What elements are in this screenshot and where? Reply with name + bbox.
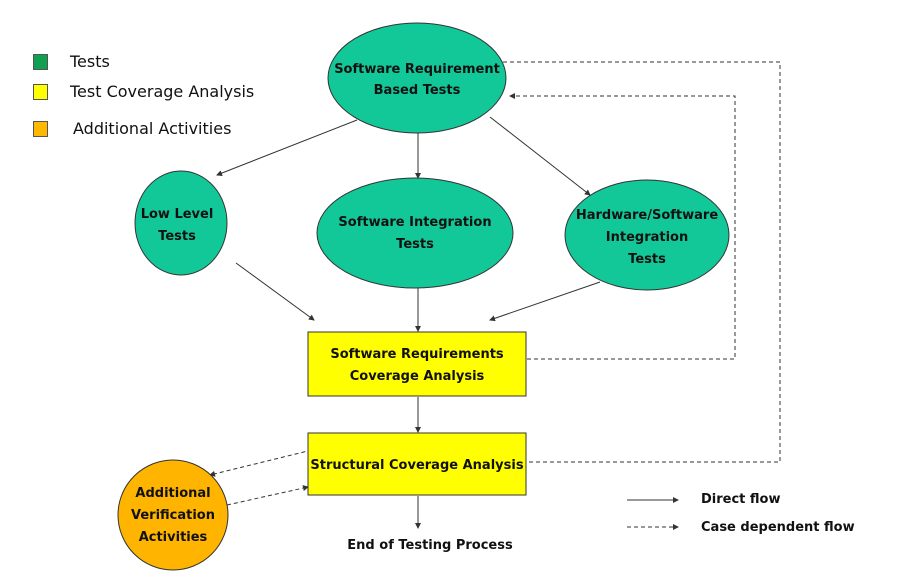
- hsit-line-2: Integration: [606, 230, 688, 245]
- legend-label-test-coverage-analysis: Test Coverage Analysis: [70, 82, 255, 101]
- hsit-line-3: Tests: [628, 252, 666, 267]
- arrow-llt-to-srca: [235, 262, 315, 321]
- coverage-color-swatch: [33, 83, 48, 100]
- direct-flow-label: Direct flow: [701, 492, 781, 507]
- flow-legend: Direct flow Case dependent flow: [627, 492, 855, 535]
- legend-item-additional-activities: Additional Activities: [33, 119, 231, 138]
- node-software-requirements-coverage-analysis: Software Requirements Coverage Analysis: [307, 331, 527, 397]
- legend-label-tests: Tests: [70, 52, 110, 71]
- dashed-ava-to-sca: [226, 485, 309, 506]
- sit-line-1: Software Integration: [338, 215, 491, 230]
- ava-line-3: Activities: [139, 530, 208, 545]
- arrow-hsit-to-srca: [489, 281, 601, 322]
- srca-line-1: Software Requirements: [330, 347, 504, 362]
- legend-item-tests: Tests: [33, 52, 110, 71]
- legend-label-additional-activities: Additional Activities: [73, 119, 232, 138]
- arrow-srbt-to-hsit: [489, 116, 591, 196]
- case-dependent-flow-label: Case dependent flow: [701, 520, 855, 535]
- node-software-integration-tests: Software Integration Tests: [316, 177, 514, 289]
- dashed-sca-to-ava: [209, 449, 313, 477]
- case-dependent-flow-lines: [209, 61, 781, 506]
- node-low-level-tests: Low Level Tests: [134, 170, 228, 276]
- llt-line-1: Low Level: [141, 207, 214, 222]
- node-software-requirement-based-tests: Software Requirement Based Tests: [327, 22, 507, 134]
- node-additional-verification-activities: Additional Verification Activities: [117, 459, 229, 571]
- sit-line-2: Tests: [396, 237, 434, 252]
- direct-flow-lines: [216, 116, 601, 529]
- end-of-testing-process-label: End of Testing Process: [347, 538, 513, 553]
- ava-line-1: Additional: [135, 486, 210, 501]
- ava-line-2: Verification: [131, 508, 215, 523]
- srca-line-2: Coverage Analysis: [350, 369, 485, 384]
- sca-line-1: Structural Coverage Analysis: [310, 458, 523, 473]
- llt-line-2: Tests: [158, 229, 196, 244]
- legend-item-test-coverage-analysis: Test Coverage Analysis: [33, 82, 254, 101]
- hsit-line-1: Hardware/Software: [576, 208, 718, 223]
- dashed-srca-to-srbt: [509, 93, 736, 360]
- node-hardware-software-integration-tests: Hardware/Software Integration Tests: [564, 179, 730, 291]
- additional-color-swatch: [33, 120, 48, 137]
- node-structural-coverage-analysis: Structural Coverage Analysis: [307, 432, 527, 496]
- arrow-srbt-to-llt: [216, 119, 358, 176]
- dashed-srbt-to-outer-loop: [503, 61, 781, 463]
- tests-color-swatch: [33, 53, 48, 70]
- srbt-line-2: Based Tests: [374, 83, 461, 98]
- srbt-line-1: Software Requirement: [334, 62, 500, 77]
